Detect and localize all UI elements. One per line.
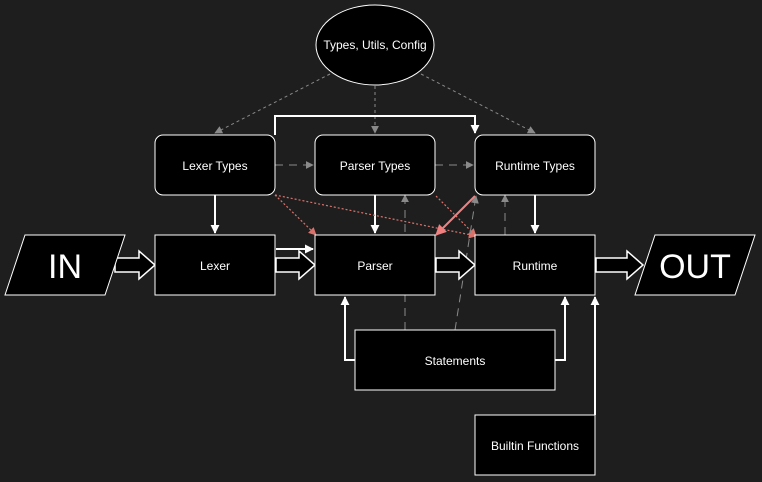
flow-arrow-lexer-to-parser bbox=[275, 249, 317, 281]
node-parser[interactable]: Parser bbox=[314, 234, 436, 296]
flow-arrows bbox=[114, 249, 645, 281]
node-shared[interactable]: Types, Utils, Config bbox=[315, 4, 435, 86]
node-parser-label: Parser bbox=[357, 259, 392, 273]
edge-statements-to-parser bbox=[340, 296, 355, 361]
edge-statements-to-runtime-types bbox=[454, 195, 479, 331]
edges bbox=[210, 73, 600, 415]
node-parser-types-label: Parser Types bbox=[340, 159, 410, 173]
node-builtins-label: Builtin Functions bbox=[491, 439, 579, 453]
node-runtime[interactable]: Runtime bbox=[474, 234, 596, 296]
edge-lexer-types-to-runtime-types bbox=[274, 115, 480, 135]
node-runtime-types-label: Runtime Types bbox=[495, 159, 575, 173]
nodes: Types, Utils, Config Lexer Types Parser … bbox=[4, 4, 756, 476]
node-output[interactable]: OUT bbox=[634, 234, 756, 296]
edge-shared-to-runtime-types bbox=[420, 73, 536, 134]
node-statements[interactable]: Statements bbox=[354, 329, 556, 391]
node-shared-label: Types, Utils, Config bbox=[323, 38, 426, 52]
node-statements-label: Statements bbox=[425, 354, 486, 368]
edge-lexer-types-to-parser-dotted bbox=[274, 194, 317, 236]
edge-statements-to-runtime bbox=[555, 296, 570, 361]
node-lexer[interactable]: Lexer bbox=[154, 234, 276, 296]
edge-runtime-types-to-parser-red bbox=[435, 195, 476, 236]
node-lexer-types[interactable]: Lexer Types bbox=[154, 134, 276, 196]
node-runtime-label: Runtime bbox=[513, 259, 558, 273]
flow-arrow-in-to-lexer bbox=[114, 249, 157, 281]
edge-shared-to-lexer-types bbox=[214, 73, 331, 134]
node-output-label: OUT bbox=[659, 248, 731, 286]
node-input[interactable]: IN bbox=[4, 234, 126, 296]
node-input-label: IN bbox=[48, 248, 82, 286]
node-lexer-label: Lexer bbox=[200, 259, 230, 273]
flow-arrow-parser-to-runtime bbox=[435, 249, 477, 281]
node-lexer-types-label: Lexer Types bbox=[182, 159, 247, 173]
node-parser-types[interactable]: Parser Types bbox=[314, 134, 436, 196]
node-builtins[interactable]: Builtin Functions bbox=[474, 414, 596, 476]
flow-arrow-runtime-to-out bbox=[595, 249, 645, 281]
node-runtime-types[interactable]: Runtime Types bbox=[474, 134, 596, 196]
